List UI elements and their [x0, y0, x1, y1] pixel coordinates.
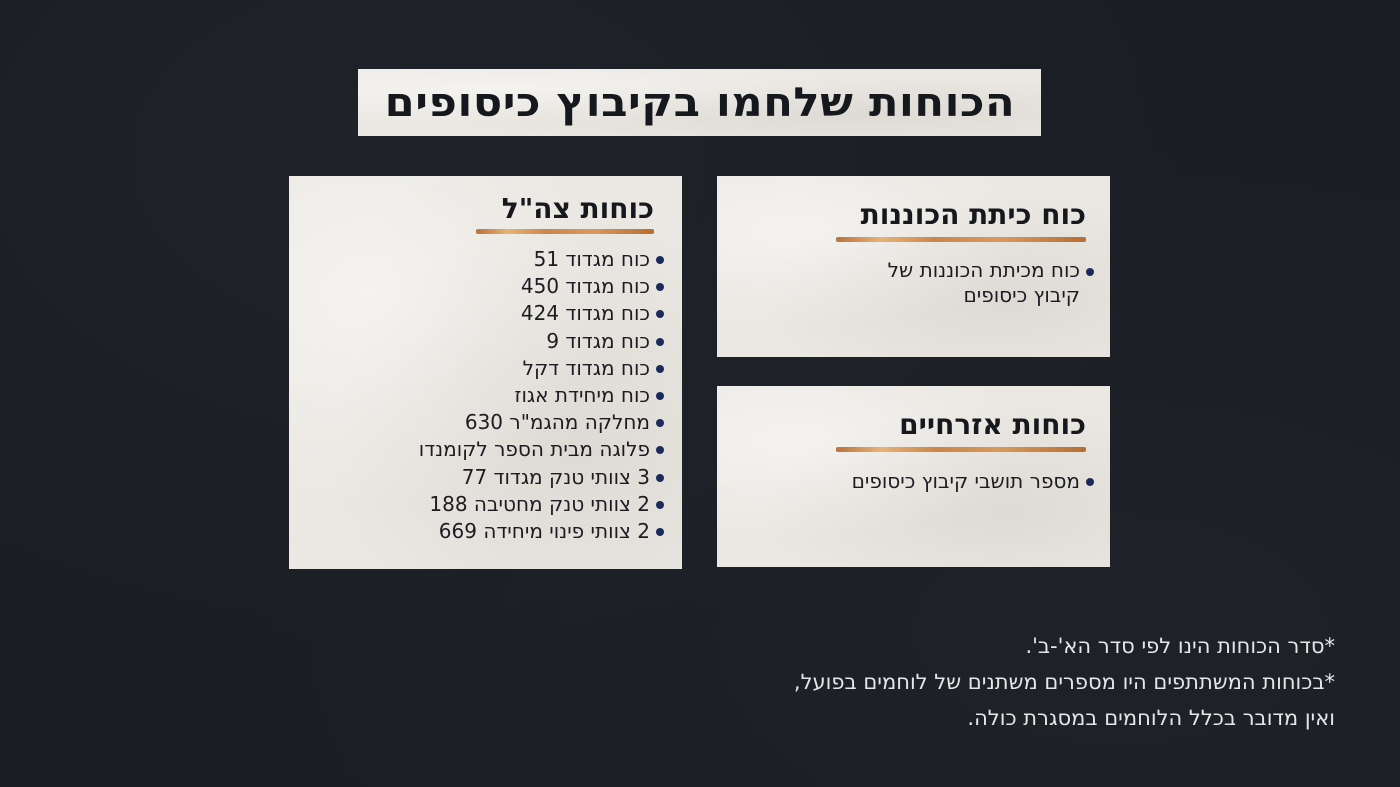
list-item: כוח מגדוד 51 [419, 246, 664, 273]
page-title: הכוחות שלחמו בקיבוץ כיסופים [384, 79, 1015, 126]
list-item: פלוגה מבית הספר לקומנדו [419, 436, 664, 463]
bullet-icon [656, 500, 664, 509]
list-item: כוח מגדוד 9 [419, 328, 664, 355]
bullet-icon [656, 528, 664, 537]
bullet-icon [656, 364, 664, 373]
list-item: מספר תושבי קיבוץ כיסופים [852, 468, 1094, 495]
bullet-icon [656, 446, 664, 455]
panel-standby-squad: כוח כיתת הכוננות כוח מכיתת הכוננות של קי… [717, 176, 1110, 357]
footnote-numbers-cont: ואין מדובר בכלל הלוחמים במסגרת כולה. [967, 706, 1335, 730]
footnotes: *סדר הכוחות הינו לפי סדר הא'-ב'. *בכוחות… [794, 628, 1335, 736]
panel-heading: כוחות אזרחיים [899, 408, 1086, 441]
panel-civilian-forces: כוחות אזרחיים מספר תושבי קיבוץ כיסופים [717, 386, 1110, 567]
list-item: 2 צוותי פינוי מיחידה 669 [419, 518, 664, 545]
standby-squad-list: כוח מכיתת הכוננות של קיבוץ כיסופים [854, 258, 1094, 308]
idf-forces-list: כוח מגדוד 51 כוח מגדוד 450 כוח מגדוד 424… [419, 246, 664, 545]
accent-bar [836, 447, 1086, 452]
bullet-icon [1086, 478, 1094, 486]
list-item: 3 צוותי טנק מגדוד 77 [419, 464, 664, 491]
list-item: כוח מיחידת אגוז [419, 382, 664, 409]
bullet-icon [656, 337, 664, 346]
list-item: כוח מכיתת הכוננות של קיבוץ כיסופים [854, 258, 1094, 308]
list-item: 2 צוותי טנק מחטיבה 188 [419, 491, 664, 518]
footnote-numbers: *בכוחות המשתתפים היו מספרים משתנים של לו… [793, 670, 1335, 694]
bullet-icon [656, 392, 664, 401]
bullet-icon [656, 310, 664, 319]
bullet-icon [656, 256, 664, 264]
bullet-icon [656, 473, 664, 482]
panel-idf-forces: כוחות צה"ל כוח מגדוד 51 כוח מגדוד 450 כו… [289, 176, 682, 569]
footnote-order: *סדר הכוחות הינו לפי סדר הא'-ב'. [1025, 634, 1335, 658]
civilian-forces-list: מספר תושבי קיבוץ כיסופים [852, 468, 1094, 495]
list-item: כוח מגדוד 450 [419, 273, 664, 300]
accent-bar [836, 237, 1086, 242]
list-item: מחלקה מהגמ"ר 630 [419, 409, 664, 436]
bullet-icon [656, 283, 664, 292]
panel-heading: כוחות צה"ל [501, 192, 654, 225]
list-item: כוח מגדוד דקל [419, 355, 664, 382]
bullet-icon [1086, 268, 1094, 276]
list-item: כוח מגדוד 424 [419, 300, 664, 327]
panel-heading: כוח כיתת הכוננות [860, 198, 1086, 231]
bullet-icon [656, 419, 664, 428]
title-banner: הכוחות שלחמו בקיבוץ כיסופים [358, 69, 1041, 136]
accent-bar [476, 229, 654, 234]
